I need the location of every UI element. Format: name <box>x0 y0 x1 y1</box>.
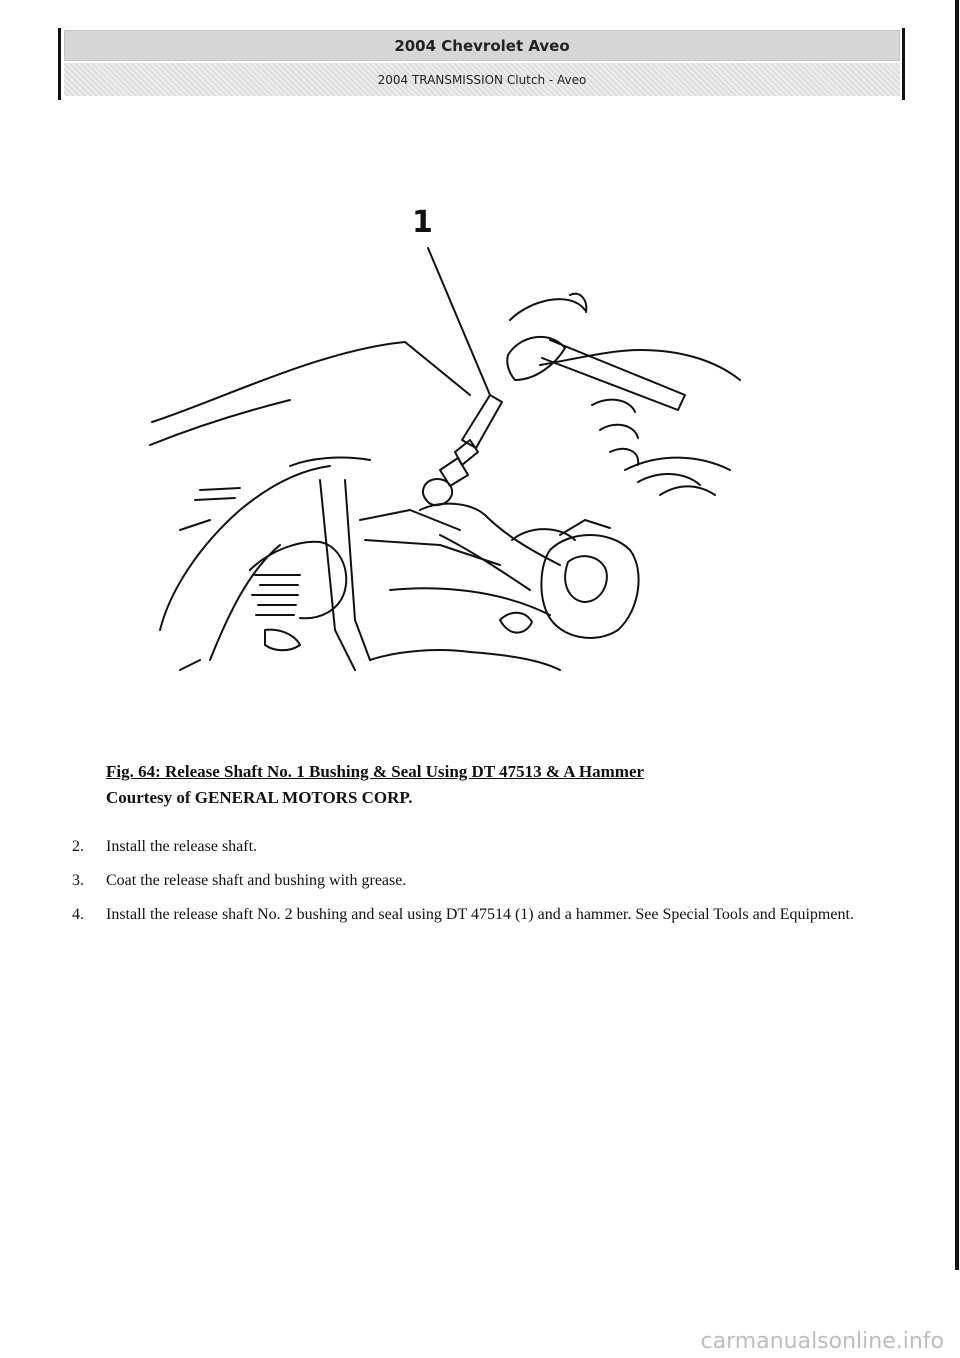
document-title: 2004 Chevrolet Aveo <box>64 30 900 62</box>
callout-leader-line <box>427 247 491 396</box>
procedure-step: 3. Coat the release shaft and bushing wi… <box>72 870 892 891</box>
hammer-head <box>506 335 566 381</box>
transmission-housing <box>149 341 471 671</box>
bushing <box>422 478 454 507</box>
page-header: 2004 Chevrolet Aveo 2004 TRANSMISSION Cl… <box>64 30 900 96</box>
gear-shaft <box>251 574 301 616</box>
step-text: Install the release shaft. <box>106 838 258 855</box>
step-number: 3. <box>72 872 84 889</box>
release-shaft-bushing-illustration: 1 <box>149 205 741 671</box>
hammer-handle <box>541 339 686 411</box>
figure-caption: Fig. 64: Release Shaft No. 1 Bushing & S… <box>106 762 846 808</box>
step-text: Install the release shaft No. 2 bushing … <box>106 906 854 923</box>
page-right-border <box>955 0 959 1270</box>
step-number: 2. <box>72 838 84 855</box>
procedure-step: 2. Install the release shaft. <box>72 836 892 857</box>
step-number: 4. <box>72 906 84 923</box>
flange <box>540 534 640 639</box>
tool-body <box>461 394 503 449</box>
header-right-rule <box>902 28 905 100</box>
step-text: Coat the release shaft and bushing with … <box>106 872 407 889</box>
procedure-steps: 2. Install the release shaft. 3. Coat th… <box>72 836 892 938</box>
figure-title: Fig. 64: Release Shaft No. 1 Bushing & S… <box>106 762 645 781</box>
release-fork <box>419 502 561 591</box>
procedure-step: 4. Install the release shaft No. 2 bushi… <box>72 904 892 925</box>
hand-upper <box>509 292 741 466</box>
figure-credit: Courtesy of GENERAL MOTORS CORP. <box>106 788 413 807</box>
callout-label: 1 <box>412 205 433 240</box>
hand-lower <box>624 456 731 496</box>
header-left-rule <box>58 28 61 100</box>
document-subtitle: 2004 TRANSMISSION Clutch - Aveo <box>64 63 900 96</box>
site-watermark: carmanualsonline.info <box>700 1329 944 1354</box>
